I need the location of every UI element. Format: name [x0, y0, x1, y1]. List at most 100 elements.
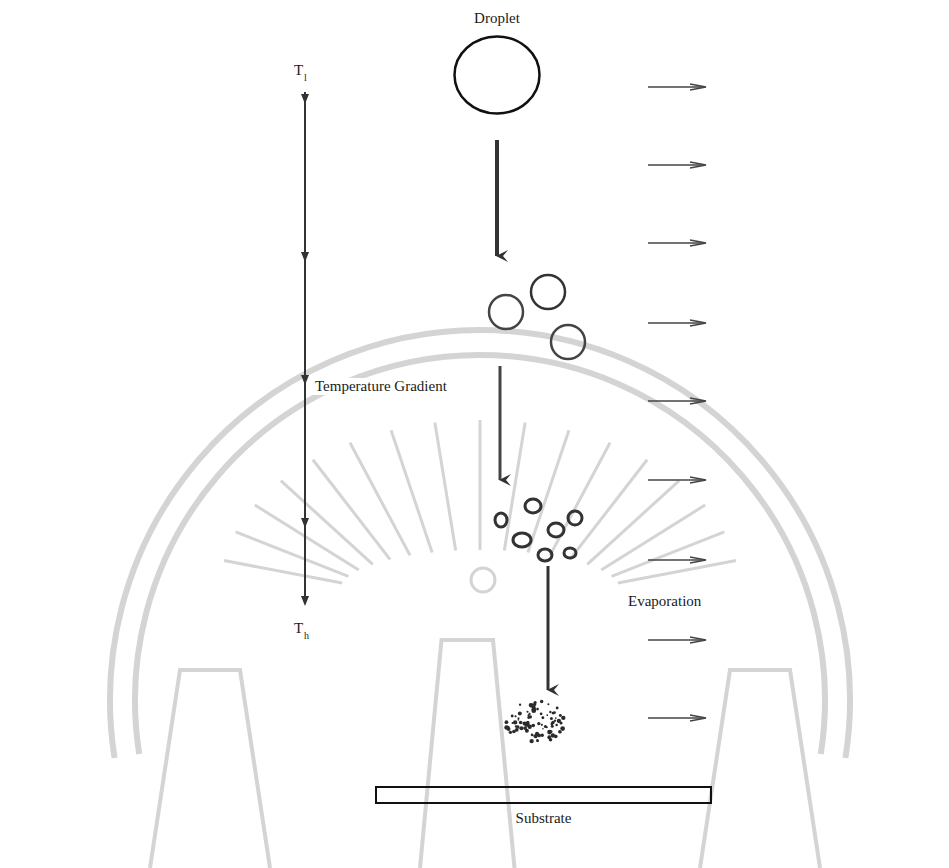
node-outline — [453, 35, 541, 115]
particle — [557, 719, 561, 723]
particle — [507, 727, 511, 731]
process-arrow — [499, 366, 502, 480]
particle — [515, 728, 519, 732]
particle — [526, 711, 528, 713]
watermark-ray — [601, 505, 705, 570]
droplet — [531, 275, 565, 309]
watermark-ray — [550, 443, 610, 556]
evaporation-arrowhead — [690, 398, 706, 404]
temperature-symbol: T — [292, 62, 305, 79]
temperature-arrowhead — [301, 596, 309, 606]
particle — [537, 722, 540, 725]
particle — [519, 726, 523, 730]
watermark-sun — [471, 568, 495, 592]
particle — [549, 711, 551, 713]
droplet — [489, 295, 523, 329]
substrate-box: Substrate — [375, 786, 712, 804]
particle — [536, 708, 539, 711]
particle — [529, 703, 534, 708]
particle — [555, 717, 557, 719]
small-droplet — [513, 533, 531, 547]
process-arrow — [547, 566, 550, 690]
substrate-outline — [376, 787, 711, 803]
particle — [559, 714, 562, 717]
particle — [547, 730, 552, 735]
particle — [525, 729, 529, 733]
particle — [555, 724, 557, 726]
particle — [551, 725, 554, 728]
watermark-tower — [150, 670, 270, 868]
evaporation-arrow — [648, 400, 705, 402]
evaporation-arrowhead — [690, 240, 706, 246]
particle — [532, 724, 534, 726]
particle — [525, 722, 530, 727]
particle — [547, 703, 549, 705]
evaporation-arrow — [648, 559, 705, 561]
particle — [528, 713, 530, 715]
watermark-ray — [618, 560, 736, 583]
temperature-arrowhead — [301, 518, 309, 528]
temperature-arrowhead — [301, 375, 309, 385]
particle — [551, 721, 554, 724]
evaporation-arrow — [648, 717, 705, 719]
particle — [541, 716, 544, 719]
particle — [546, 714, 548, 716]
evaporation-arrowhead — [690, 162, 706, 168]
evaporation-arrowhead — [690, 557, 706, 563]
node-label: Substrate — [514, 810, 574, 827]
temperature-arrowhead — [301, 94, 309, 104]
particle — [550, 717, 553, 720]
particle — [527, 716, 530, 719]
watermark-ray — [612, 532, 725, 576]
particle — [542, 728, 544, 730]
watermark-ray — [313, 460, 390, 560]
process-label: Evaporation — [626, 593, 703, 610]
droplet-circle: Droplet — [453, 35, 541, 115]
watermark-ray — [281, 481, 373, 565]
watermark-ray — [391, 430, 432, 552]
particle — [529, 739, 533, 743]
particle — [546, 726, 548, 728]
particle — [544, 725, 547, 728]
watermark-ray — [435, 423, 456, 551]
particle — [537, 735, 539, 737]
watermark-ray — [479, 420, 482, 550]
particle — [519, 721, 523, 725]
watermark-tower — [700, 670, 820, 868]
temperature-arrowhead — [301, 252, 309, 262]
particle — [536, 740, 539, 743]
temperature-symbol: T — [292, 620, 305, 637]
particle — [540, 713, 542, 715]
watermark-ray — [224, 560, 342, 583]
particle — [536, 740, 538, 742]
watermark-seal — [110, 330, 850, 868]
particle-cluster — [504, 700, 565, 743]
particle — [551, 733, 555, 737]
evaporation-arrowhead — [690, 477, 706, 483]
watermark-ray — [504, 423, 525, 551]
droplet — [551, 325, 585, 359]
evaporation-arrowhead — [690, 637, 706, 643]
watermark-ray — [528, 430, 569, 552]
droplet-outline — [455, 37, 540, 114]
evaporation-arrow — [648, 639, 705, 641]
small-droplet — [564, 548, 576, 558]
particle — [514, 715, 516, 717]
evaporation-arrows — [648, 84, 706, 721]
evaporation-arrow — [648, 86, 705, 88]
particle — [534, 701, 537, 704]
evaporation-arrow — [648, 242, 705, 244]
particle — [558, 730, 561, 733]
particle — [513, 720, 517, 724]
node-outline — [375, 786, 712, 804]
temperature-arrowheads — [301, 94, 309, 606]
particle — [559, 731, 561, 733]
particle — [531, 734, 534, 737]
watermark-ring — [135, 355, 825, 754]
temperature-subscript: h — [302, 630, 311, 642]
small-droplet — [538, 549, 552, 561]
evaporation-arrow — [648, 479, 705, 481]
particle — [505, 720, 509, 724]
particle — [540, 700, 543, 703]
